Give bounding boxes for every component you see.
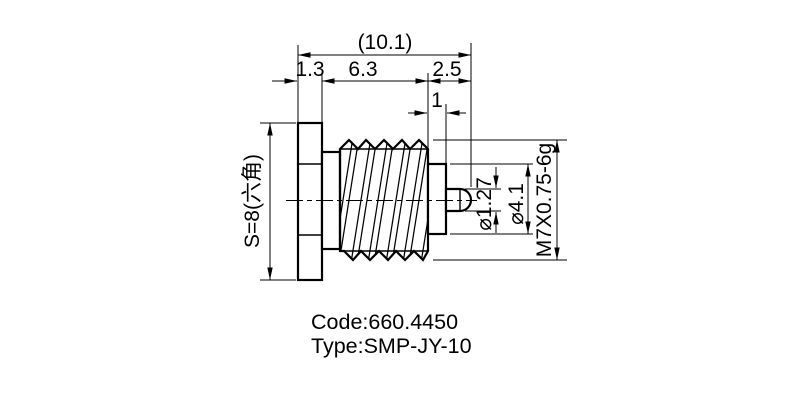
- dim-flange-thickness: 1.3: [295, 58, 324, 81]
- note-type: Type:SMP-JY-10: [311, 334, 472, 358]
- dimension-lines-group: [267, 52, 560, 280]
- dim-body-length: 6.3: [348, 58, 377, 81]
- dim-thread-spec: M7X0.75-6g: [533, 143, 556, 257]
- thread-outline: [338, 138, 430, 262]
- dim-shoulder-length: 1: [431, 89, 443, 112]
- hex-flange: [296, 121, 324, 282]
- extension-lines-group: [260, 43, 567, 281]
- dim-hex-size: S=8(六角): [241, 154, 264, 248]
- dim-pin-diameter: ⌀1.27: [473, 177, 496, 231]
- dimension-text-group: (10.1) 1.3 6.3 2.5 1 S=8(六角) ⌀1.27 ⌀4.1 …: [241, 31, 556, 257]
- front-shoulder: [426, 162, 448, 236]
- note-code: Code:660.4450: [311, 310, 458, 334]
- notes-group: Code:660.4450 Type:SMP-JY-10: [311, 310, 472, 358]
- part-outline-group: [296, 121, 473, 282]
- dim-front-length: 2.5: [432, 58, 461, 81]
- dim-overall-length: (10.1): [358, 31, 413, 54]
- dim-shoulder-diameter: ⌀4.1: [505, 183, 528, 225]
